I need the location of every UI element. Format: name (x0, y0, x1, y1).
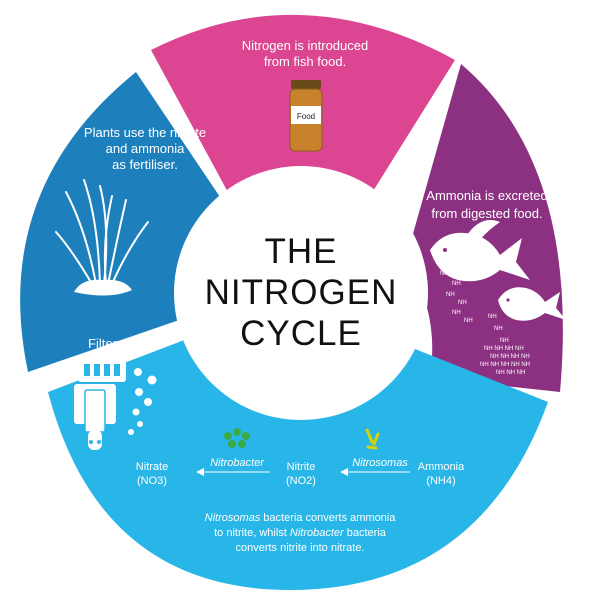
plants-text-line-3: as fertiliser. (112, 157, 178, 172)
filter-bubbles-icon (128, 368, 157, 435)
fish-large-eye (443, 248, 447, 252)
nitrite-formula: (NO2) (286, 475, 316, 487)
fish-large-icon (430, 220, 530, 282)
plant-base-rock (74, 279, 132, 296)
segment-filter (48, 334, 548, 590)
title-line-2: NITROGEN (205, 273, 398, 312)
food-text-line-1: Nitrogen is introduced (242, 38, 368, 53)
svg-text:NH NH NH: NH NH NH (496, 370, 525, 376)
svg-text:NH NH NH NH NH: NH NH NH NH NH (480, 362, 530, 368)
nitrosomas-bacteria-icon (365, 428, 380, 450)
center-circle (174, 166, 428, 420)
title-line-1: THE (265, 232, 338, 271)
caption-line-3: converts nitrite into nitrate. (235, 542, 364, 554)
svg-text:NH: NH (440, 271, 449, 277)
ammonia-name: Ammonia (418, 461, 465, 473)
ammonia-formula: (NH4) (426, 475, 455, 487)
aquatic-plant-icon (55, 179, 149, 285)
svg-text:NH: NH (452, 281, 461, 287)
fish-small-icon (498, 287, 566, 321)
nitrobacter-label: Nitrobacter (210, 457, 265, 469)
svg-text:NH: NH (488, 314, 497, 320)
ammonia-text-line-1: Ammonia is excreted (426, 188, 547, 203)
nitrate-name: Nitrate (136, 461, 168, 473)
svg-text:NH: NH (446, 292, 455, 298)
nitrosomas-label: Nitrosomas (352, 457, 408, 469)
filter-device-icon (74, 358, 126, 450)
filter-label: Filter (88, 336, 118, 351)
svg-text:NH: NH (464, 318, 473, 324)
food-text-line-2: from fish food. (264, 54, 346, 69)
caption-line-1: Nitrosomas bacteria converts ammonia (205, 512, 397, 524)
plants-text-line-1: Plants use the nitrate (84, 125, 206, 140)
nitrobacter-bacteria-icon (224, 428, 250, 448)
svg-text:NH: NH (500, 338, 509, 344)
svg-text:NH: NH (452, 310, 461, 316)
fish-small-eye (506, 298, 510, 302)
svg-text:NH NH NH NH: NH NH NH NH (484, 346, 524, 352)
ammonia-text-line-2: from digested food. (431, 206, 542, 221)
nitrate-formula: (NO3) (137, 475, 167, 487)
svg-text:NH: NH (458, 300, 467, 306)
nitrobacter-arrow-head (196, 468, 204, 476)
nitrite-name: Nitrite (287, 461, 316, 473)
svg-text:NH NH NH NH: NH NH NH NH (490, 354, 530, 360)
plants-text-line-2: and ammonia (106, 141, 186, 156)
caption-line-2: to nitrite, whilst Nitrobacter bacteria (214, 527, 387, 539)
title-line-3: CYCLE (240, 314, 362, 353)
food-jar-label: Food (297, 112, 315, 121)
svg-text:NH: NH (494, 326, 503, 332)
nitrosomas-arrow-head (340, 468, 348, 476)
fish-food-jar-icon: Food (289, 80, 323, 152)
